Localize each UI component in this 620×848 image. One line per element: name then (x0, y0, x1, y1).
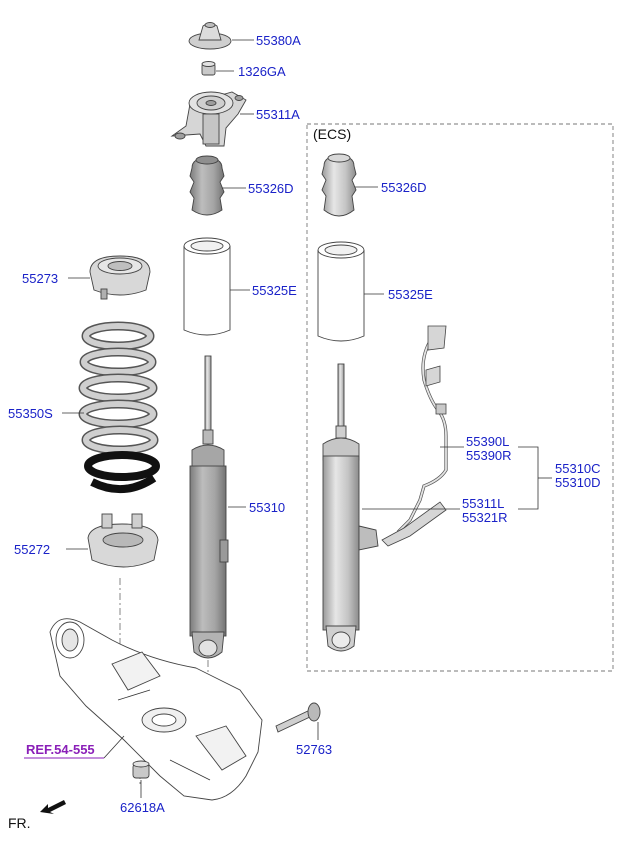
part-55325E-dust-cover (183, 237, 231, 336)
label-55311A[interactable]: 55311A (256, 107, 300, 122)
label-55325E[interactable]: 55325E (252, 283, 297, 298)
ecs-part-55325E-dust-cover (317, 241, 365, 342)
ecs-label-55325E[interactable]: 55325E (388, 287, 433, 302)
part-55326D-bump-stopper (189, 155, 225, 216)
part-62618A-nut (132, 760, 150, 779)
ecs-part-shock-absorber (322, 363, 379, 652)
part-lower-control-arm (49, 618, 263, 801)
label-55272[interactable]: 55272 (14, 542, 50, 557)
part-55380A-cap (188, 22, 232, 50)
label-1326GA[interactable]: 1326GA (238, 64, 286, 79)
label-55326D[interactable]: 55326D (248, 181, 294, 196)
part-55350S-coil-spring (78, 321, 160, 494)
ecs-part-55326D-bump-stopper (321, 153, 357, 217)
label-55273[interactable]: 55273 (22, 271, 58, 286)
label-55311L[interactable]: 55311L (462, 496, 504, 511)
label-55390L[interactable]: 55390L (466, 434, 509, 449)
front-label: FR. (8, 815, 31, 831)
label-62618A[interactable]: 62618A (120, 800, 165, 815)
front-arrow-icon (40, 800, 66, 814)
part-55310-shock-absorber (189, 355, 229, 659)
part-55273-spring-seat (89, 255, 151, 300)
part-1326GA-nut (201, 61, 216, 76)
part-55272-lower-seat (87, 513, 159, 568)
ecs-label-55326D[interactable]: 55326D (381, 180, 427, 195)
label-55321R[interactable]: 55321R (462, 510, 508, 525)
label-55350S[interactable]: 55350S (8, 406, 53, 421)
label-55380A[interactable]: 55380A (256, 33, 301, 48)
ref-label[interactable]: REF.54-555 (26, 742, 95, 757)
label-55310C[interactable]: 55310C (555, 461, 601, 476)
label-55310[interactable]: 55310 (249, 500, 285, 515)
ecs-part-sensor-harness (381, 325, 448, 547)
part-52763-bolt (275, 702, 321, 733)
label-55390R[interactable]: 55390R (466, 448, 512, 463)
ecs-label: (ECS) (313, 126, 351, 142)
part-55311A-mount (170, 91, 247, 147)
label-55310D[interactable]: 55310D (555, 475, 601, 490)
label-52763[interactable]: 52763 (296, 742, 332, 757)
